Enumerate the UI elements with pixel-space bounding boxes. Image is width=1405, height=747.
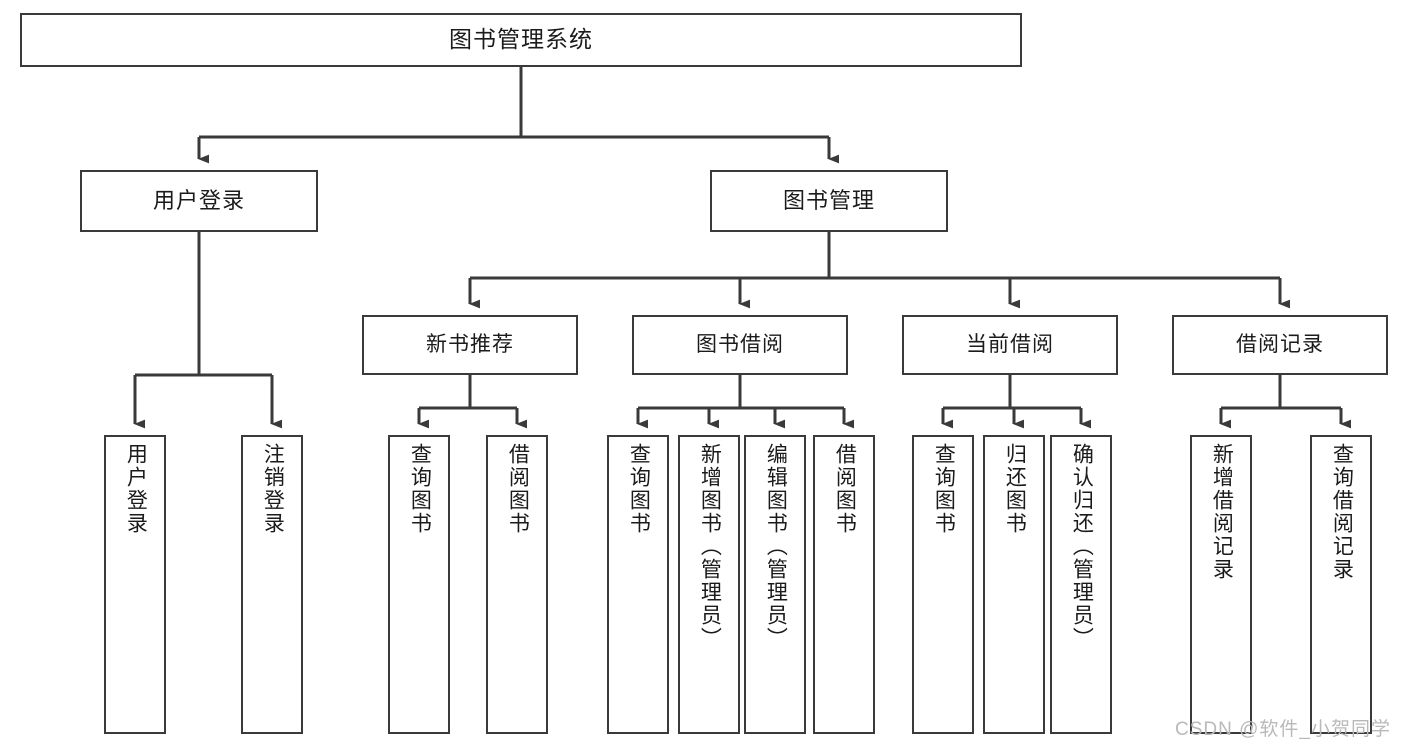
node-label: 查询图书 [408, 443, 432, 535]
node-current-borrow[interactable]: 当前借阅 [902, 315, 1118, 375]
node-label: 图书管理 [782, 188, 875, 214]
node-leaf-borrow-book-1[interactable]: 借阅图书 [486, 435, 548, 734]
node-leaf-query-record[interactable]: 查询借阅记录 [1310, 435, 1372, 734]
node-label: 注销登录 [261, 443, 285, 535]
node-label: 借阅图书 [833, 443, 857, 535]
node-label: 图书借阅 [696, 332, 784, 356]
node-leaf-edit-book-admin[interactable]: 编辑图书（管理员） [744, 435, 806, 734]
node-leaf-add-book-admin[interactable]: 新增图书（管理员） [678, 435, 740, 734]
node-leaf-confirm-return[interactable]: 确认归还（管理员） [1050, 435, 1112, 734]
node-leaf-borrow-book-2[interactable]: 借阅图书 [813, 435, 875, 734]
node-label: 借阅图书 [506, 443, 530, 535]
csdn-watermark: CSDN @软件_小贺同学 [1175, 719, 1391, 740]
node-label: 查询图书 [932, 443, 956, 535]
node-book-manage[interactable]: 图书管理 [710, 170, 948, 232]
node-label: 借阅记录 [1236, 332, 1324, 356]
node-user-login[interactable]: 用户登录 [80, 170, 318, 232]
node-leaf-user-logout[interactable]: 注销登录 [241, 435, 303, 734]
node-new-book-recommend[interactable]: 新书推荐 [362, 315, 578, 375]
node-leaf-query-book-2[interactable]: 查询图书 [607, 435, 669, 734]
node-root[interactable]: 图书管理系统 [20, 13, 1022, 67]
node-label: 新增图书（管理员） [698, 443, 722, 650]
node-label: 归还图书 [1003, 443, 1027, 535]
node-leaf-add-record[interactable]: 新增借阅记录 [1190, 435, 1252, 734]
node-label: 编辑图书（管理员） [764, 443, 788, 650]
node-label: 用户登录 [152, 188, 245, 214]
node-label: 查询借阅记录 [1330, 443, 1354, 581]
node-label: 当前借阅 [966, 332, 1054, 356]
node-label: 新书推荐 [426, 332, 514, 356]
node-leaf-query-book-1[interactable]: 查询图书 [388, 435, 450, 734]
node-leaf-query-book-3[interactable]: 查询图书 [912, 435, 974, 734]
node-label: 图书管理系统 [449, 26, 593, 53]
node-label: 用户登录 [124, 443, 148, 535]
node-label: 新增借阅记录 [1210, 443, 1234, 581]
node-label: 确认归还（管理员） [1070, 443, 1094, 650]
node-borrow-record[interactable]: 借阅记录 [1172, 315, 1388, 375]
node-book-borrow[interactable]: 图书借阅 [632, 315, 848, 375]
node-leaf-user-login[interactable]: 用户登录 [104, 435, 166, 734]
node-label: 查询图书 [627, 443, 651, 535]
node-leaf-return-book[interactable]: 归还图书 [983, 435, 1045, 734]
